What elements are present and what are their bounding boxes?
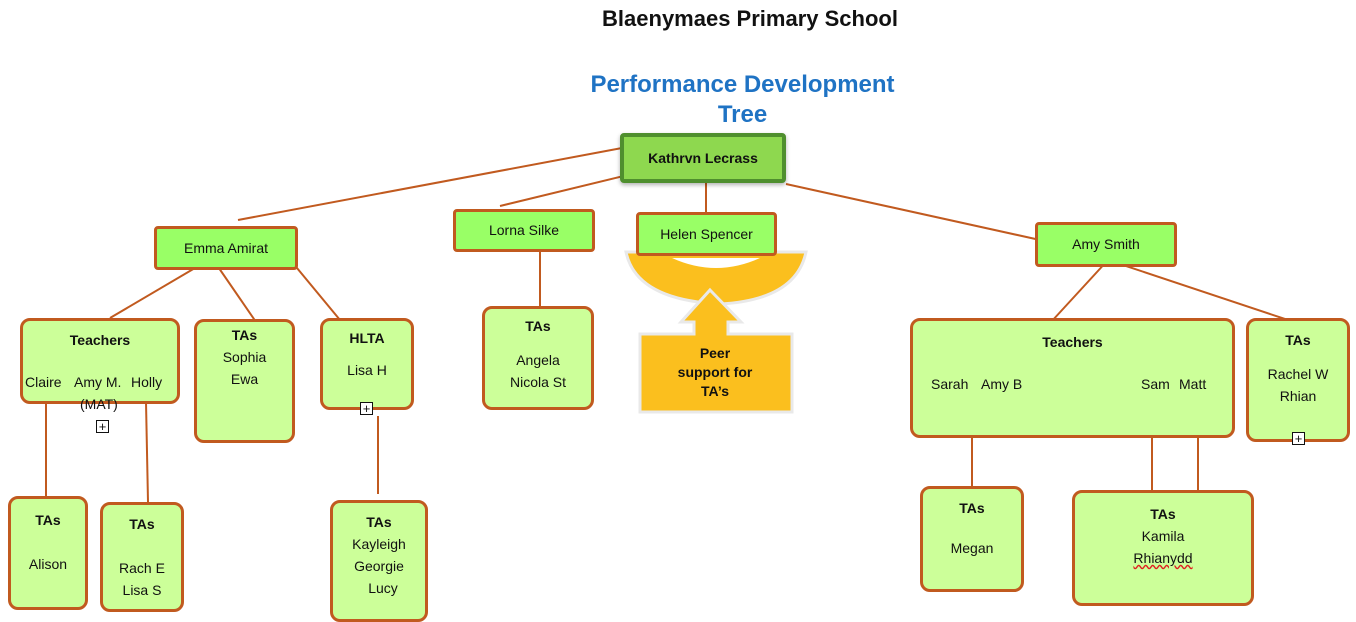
leader-helen-spencer[interactable]: Helen Spencer: [636, 212, 777, 256]
leader-emma-amirat[interactable]: Emma Amirat: [154, 226, 298, 270]
member-name: Sam: [1141, 376, 1170, 392]
node-title: Teachers: [69, 332, 131, 348]
member-name: Kayleigh: [352, 536, 406, 552]
member-name: Megan: [950, 540, 994, 556]
lorna-tas-box[interactable]: TAs Angela Nicola St: [482, 306, 594, 410]
member-name: Claire: [25, 374, 62, 390]
member-name: Nicola St: [509, 374, 567, 390]
node-title: TAs: [35, 512, 61, 528]
amy-tas-box[interactable]: TAs Rachel W Rhian: [1246, 318, 1350, 442]
member-name: Lisa S: [122, 582, 162, 598]
node-title: TAs: [231, 327, 258, 343]
sam-matt-tas-box[interactable]: TAs Kamila Rhianydd: [1072, 490, 1254, 606]
member-name: Amy B: [981, 376, 1023, 392]
school-name: Blaenymaes Primary School: [602, 6, 898, 31]
hlta-tas-box[interactable]: TAs Kayleigh Georgie Lucy: [330, 500, 428, 622]
member-name: Lucy: [368, 580, 398, 596]
member-name: Holly: [131, 374, 163, 390]
emma-hlta-box[interactable]: HLTA Lisa H: [320, 318, 414, 410]
node-title: TAs: [366, 514, 392, 530]
title-line-1: Performance Development: [590, 71, 895, 98]
node-title: Teachers: [1042, 334, 1103, 350]
holly-tas-box[interactable]: TAs Rach E Lisa S: [100, 502, 184, 612]
member-name: Kamila: [1141, 528, 1185, 544]
member-name: Alison: [28, 556, 68, 572]
member-name: Matt: [1179, 376, 1207, 392]
member-note: (MAT): [80, 396, 118, 412]
member-name: Rhian: [1279, 388, 1317, 404]
sarah-tas-box[interactable]: TAs Megan: [920, 486, 1024, 592]
node-title: HLTA: [349, 330, 385, 346]
peer-support-label: Peer support for TA’s: [677, 345, 753, 399]
emma-tas-box[interactable]: TAs Sophia Ewa: [194, 319, 295, 443]
member-name: Rhianydd: [1133, 550, 1193, 566]
title-line-2: Tree: [717, 101, 768, 128]
member-name: Rachel W: [1267, 366, 1329, 382]
node-title: TAs: [959, 500, 985, 516]
funnel-arrow-icon: [624, 250, 808, 414]
emma-teachers-box[interactable]: Teachers Claire Amy M. Holly (MAT): [20, 318, 180, 412]
amy-teachers-box[interactable]: Teachers Sarah Amy B Sam Matt: [910, 318, 1235, 438]
plus-box-icon[interactable]: +: [360, 402, 373, 415]
member-name: Lisa H: [347, 362, 387, 378]
node-title: TAs: [525, 318, 551, 334]
node-title: TAs: [1150, 506, 1176, 522]
plus-box-icon[interactable]: +: [96, 420, 109, 433]
member-name: Amy M.: [74, 374, 122, 390]
plus-box-icon[interactable]: +: [1292, 432, 1305, 445]
member-name: Angela: [516, 352, 560, 368]
head-node[interactable]: Kathrvn Lecrass: [620, 133, 786, 183]
member-name: Ewa: [230, 371, 259, 387]
page-title: Performance Development Tree: [555, 70, 930, 130]
node-title: TAs: [1285, 332, 1311, 348]
member-name: Georgie: [354, 558, 404, 574]
member-name: Rach E: [119, 560, 165, 576]
member-name: Sarah: [931, 376, 969, 392]
leader-lorna-silke[interactable]: Lorna Silke: [453, 209, 595, 252]
member-name: Sophia: [222, 349, 267, 365]
claire-tas-box[interactable]: TAs Alison: [8, 496, 88, 610]
head-node-name: Kathrvn Lecrass: [648, 150, 758, 166]
leader-amy-smith[interactable]: Amy Smith: [1035, 222, 1177, 267]
node-title: TAs: [129, 516, 155, 532]
